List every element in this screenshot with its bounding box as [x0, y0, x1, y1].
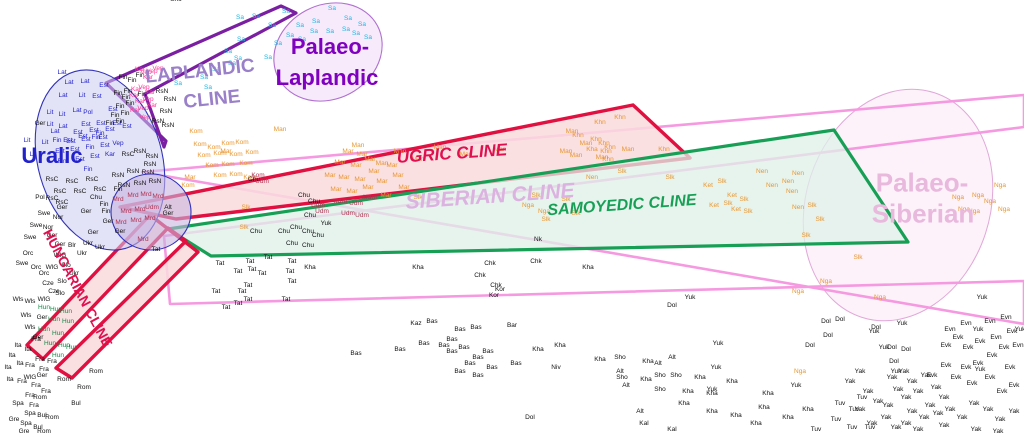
samoyedic-cline-wedge [166, 128, 910, 258]
palaeo-laplandic-ellipse [273, 2, 383, 102]
cluster-shapes [25, 2, 1024, 380]
hungarian-cline-wedge [25, 213, 200, 380]
mordvin-subcluster-ellipse [110, 173, 192, 251]
